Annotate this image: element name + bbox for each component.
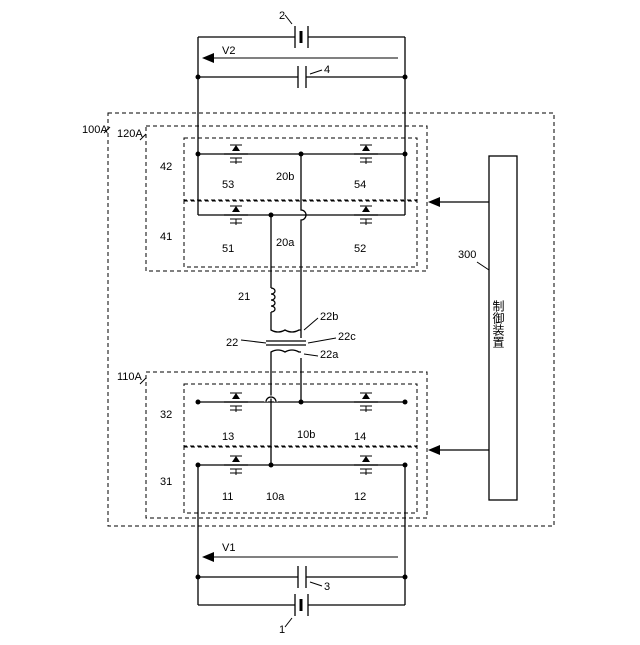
- signal-arrow-bottom: [428, 445, 440, 455]
- label-sw-12: 12: [354, 491, 366, 503]
- signal-arrow-top: [428, 197, 440, 207]
- controller-label: 制御装置: [491, 300, 505, 348]
- label-sw-54: 54: [354, 179, 366, 191]
- label-sw-11: 11: [222, 491, 233, 503]
- label-tr-22c: 22c: [338, 331, 356, 343]
- label-battery-1: 1: [279, 624, 285, 636]
- battery-2: [295, 26, 308, 48]
- label-sw-13: 13: [222, 431, 234, 443]
- label-node-10a: 10a: [266, 491, 285, 503]
- v2-arrow: V2: [202, 45, 398, 63]
- capacitor-4: [298, 66, 306, 88]
- switch-53: [224, 145, 248, 164]
- label-120a: 120A: [117, 128, 143, 140]
- label-tr-22b: 22b: [320, 311, 338, 323]
- converter-110a-box: [146, 372, 427, 518]
- label-controller-300: 300: [458, 249, 476, 261]
- label-transformer-22: 22: [226, 337, 238, 349]
- switch-13: [224, 393, 248, 412]
- label-100a: 100A: [82, 124, 108, 136]
- label-inductor-21: 21: [238, 291, 250, 303]
- switch-52: [354, 206, 378, 225]
- capacitor-3: [298, 566, 306, 588]
- label-leg-31: 31: [160, 476, 172, 488]
- switch-12: [354, 456, 378, 475]
- label-node-20a: 20a: [276, 237, 295, 249]
- switch-11: [224, 456, 248, 475]
- label-node-10b: 10b: [297, 429, 315, 441]
- label-sw-52: 52: [354, 243, 366, 255]
- switch-51: [224, 206, 248, 225]
- inductor-21: [271, 286, 275, 325]
- label-110a: 110A: [117, 371, 143, 383]
- label-sw-53: 53: [222, 179, 234, 191]
- label-battery-2: 2: [279, 10, 285, 22]
- label-sw-51: 51: [222, 243, 234, 255]
- label-node-20b: 20b: [276, 171, 294, 183]
- switch-14: [354, 393, 378, 412]
- label-v1: V1: [222, 542, 235, 554]
- label-sw-14: 14: [354, 431, 366, 443]
- label-tr-22a: 22a: [320, 349, 339, 361]
- leg-31-box: [184, 447, 417, 513]
- transformer-22: [266, 325, 306, 358]
- converter-120a-box: [146, 126, 427, 271]
- label-leg-42: 42: [160, 161, 172, 173]
- label-leg-41: 41: [160, 231, 172, 243]
- label-capacitor-4: 4: [324, 64, 330, 76]
- battery-1: [295, 594, 308, 616]
- label-v2: V2: [222, 45, 235, 57]
- label-capacitor-3: 3: [324, 581, 330, 593]
- switch-54: [354, 145, 378, 164]
- label-leg-32: 32: [160, 409, 172, 421]
